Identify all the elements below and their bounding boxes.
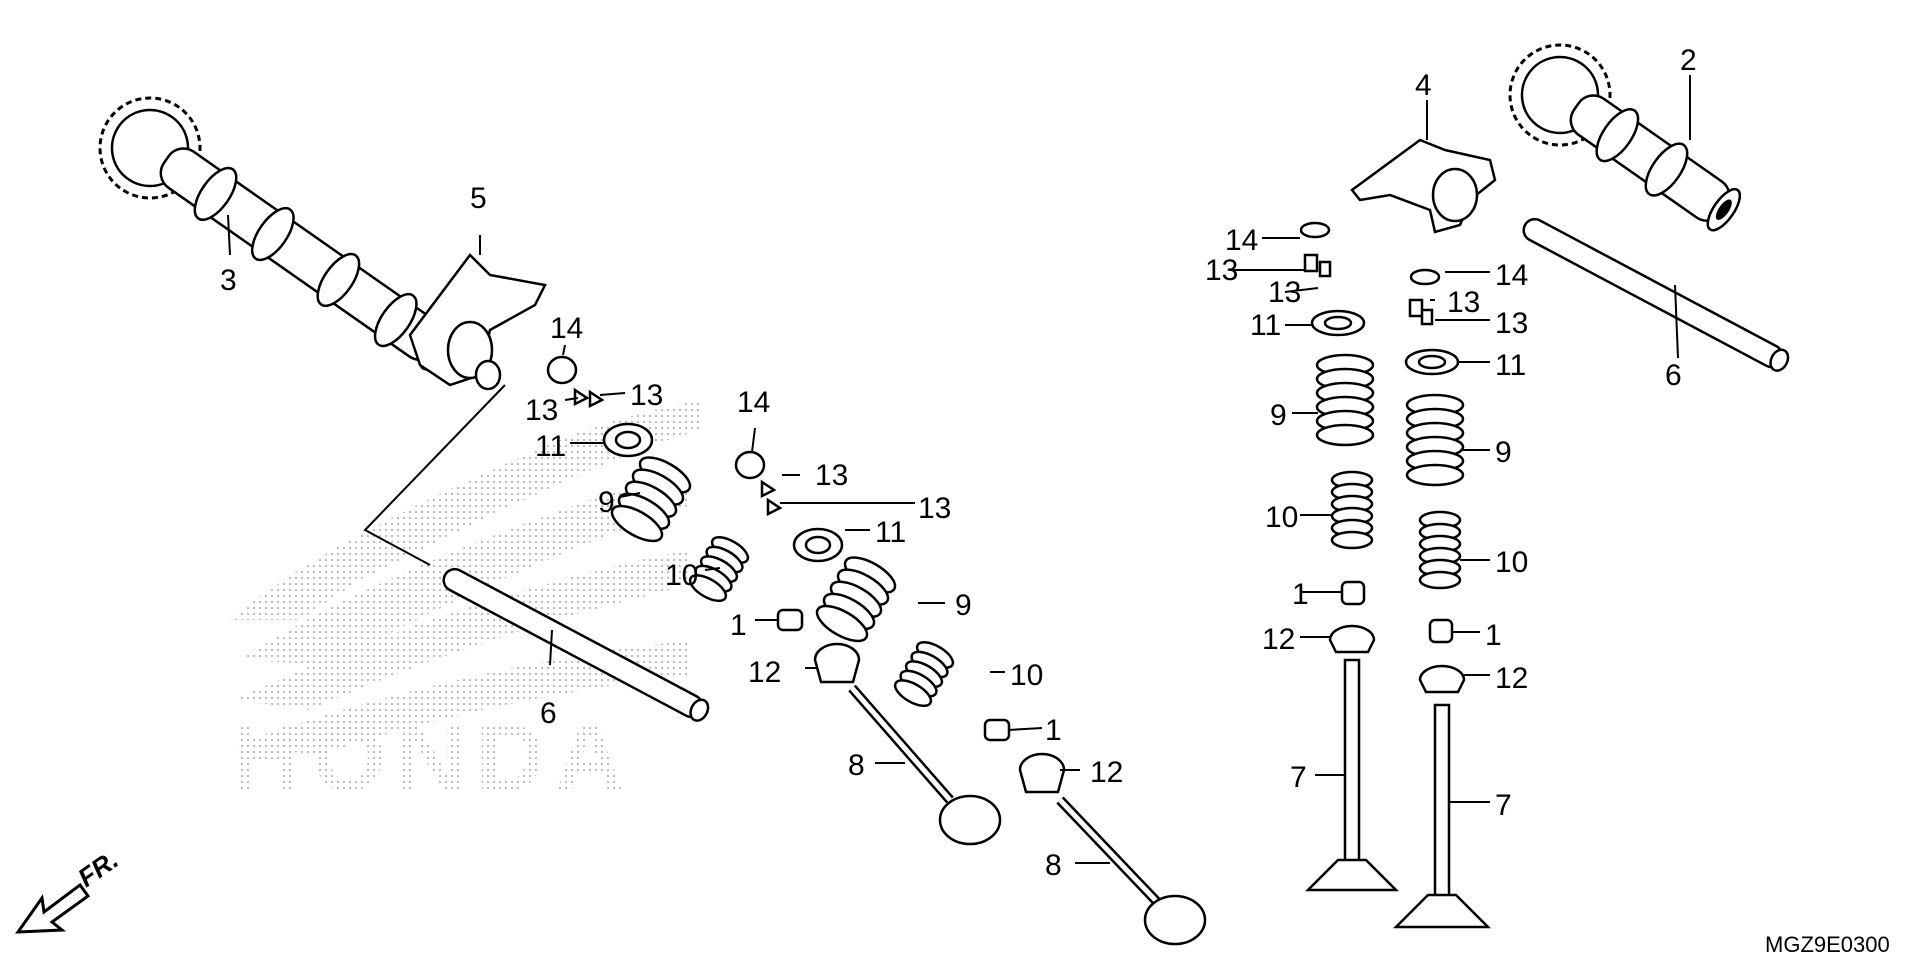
camshaft-2 <box>1508 43 1742 232</box>
rocker-shaft-6-left <box>442 567 710 722</box>
callout-9: 9 <box>1270 399 1287 432</box>
callout-13: 13 <box>1205 254 1238 287</box>
rocker-arm-4 <box>1350 138 1497 234</box>
callout-7: 7 <box>1495 789 1512 822</box>
callout-14: 14 <box>1225 224 1258 257</box>
callout-14: 14 <box>737 386 770 419</box>
callout-6: 6 <box>540 697 557 730</box>
valve-assembly-left-b <box>734 450 1207 946</box>
callout-5: 5 <box>470 182 487 215</box>
callout-9: 9 <box>1495 436 1512 469</box>
callout-8: 8 <box>848 749 865 782</box>
callout-2: 2 <box>1680 44 1697 77</box>
callout-9: 9 <box>955 589 972 622</box>
valve-assembly-right-b <box>1392 268 1492 929</box>
callout-14: 14 <box>1495 259 1528 292</box>
callout-1: 1 <box>730 609 747 642</box>
valve-assembly-left-a <box>546 355 1002 846</box>
callout-1: 1 <box>1485 619 1502 652</box>
callout-11: 11 <box>875 516 906 549</box>
honda-wing-watermark: HONDA <box>230 400 700 811</box>
callout-labels: 3 5 14 13 13 11 9 10 1 12 6 14 13 13 11 … <box>220 44 1697 882</box>
callout-10: 10 <box>1265 501 1298 534</box>
callout-12: 12 <box>1262 623 1295 656</box>
callout-10: 10 <box>1010 659 1043 692</box>
callout-1: 1 <box>1045 714 1062 747</box>
callout-14: 14 <box>550 312 583 345</box>
rocker-arm-5 <box>408 253 547 391</box>
diagram-code: MGZ9E0300 <box>1765 932 1890 957</box>
callout-4: 4 <box>1415 69 1432 102</box>
callout-13: 13 <box>918 492 951 525</box>
callout-11: 11 <box>1250 309 1281 342</box>
callout-13: 13 <box>1495 307 1528 340</box>
callout-13: 13 <box>1447 286 1480 319</box>
callout-6: 6 <box>1665 359 1682 392</box>
callout-11: 11 <box>535 430 566 463</box>
valve-assembly-right-a <box>1299 221 1400 892</box>
callout-13: 13 <box>630 379 663 412</box>
front-direction-arrow: FR. <box>15 844 124 934</box>
callout-1: 1 <box>1292 578 1309 611</box>
callout-8: 8 <box>1045 849 1062 882</box>
callout-10: 10 <box>1495 546 1528 579</box>
callout-12: 12 <box>748 656 781 689</box>
leader-lines-left <box>227 214 1110 864</box>
callout-3: 3 <box>220 264 237 297</box>
callout-12: 12 <box>1495 662 1528 695</box>
callout-7: 7 <box>1290 761 1307 794</box>
rocker-shaft-6-right <box>1522 217 1790 372</box>
callout-10: 10 <box>665 559 698 592</box>
callout-13: 13 <box>525 394 558 427</box>
callout-12: 12 <box>1090 756 1123 789</box>
callout-9: 9 <box>598 486 615 519</box>
callout-13: 13 <box>815 459 848 492</box>
watermark-text: HONDA <box>232 704 634 811</box>
callout-13: 13 <box>1268 276 1301 309</box>
callout-11: 11 <box>1495 349 1526 382</box>
leader-lines-right <box>1230 75 1691 803</box>
